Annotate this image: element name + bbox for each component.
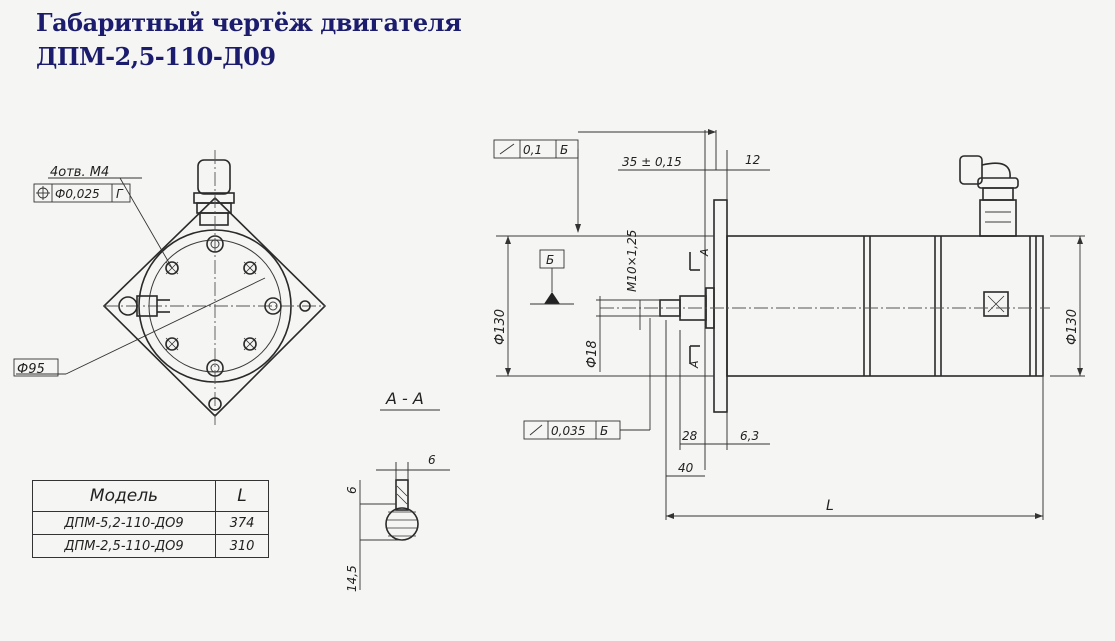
model-table: Модель L ДПМ-5,2-110-ДО9 374 ДПМ-2,5-110… [32, 480, 269, 558]
table-row: ДПМ-5,2-110-ДО9 374 [32, 511, 269, 535]
bolt-circle-diameter: Ф95 [17, 362, 45, 377]
dia-130-right: Ф130 [1065, 309, 1080, 345]
section-view: А - А 6 6 14,5 [345, 389, 450, 592]
page-subtitle: ДПМ-2,5-110-Д09 [36, 42, 276, 71]
position-tolerance-frame: Ф0,025 Г [33, 183, 131, 203]
side-view: 0,1 Б 35 ± 0,15 12 Б М10×1,25 [493, 129, 1085, 520]
svg-text:0,1: 0,1 [523, 143, 542, 157]
svg-text:Б: Б [600, 424, 608, 438]
section-dim-6-top: 6 [428, 453, 436, 467]
holes-label: 4отв. М4 [50, 165, 109, 180]
runout-tolerance-top: 0,1 Б [493, 139, 581, 233]
key [395, 479, 409, 511]
body-plate [983, 291, 1009, 317]
threaded-hole [165, 337, 179, 351]
motor-body [726, 235, 1044, 377]
runout-symbol-icon [529, 424, 543, 436]
top-connector [193, 159, 235, 226]
dim-35: 35 ± 0,15 [622, 155, 682, 169]
corner-hole [206, 359, 224, 377]
dim-28: 28 [682, 429, 698, 443]
threaded-hole [243, 261, 257, 275]
mounting-flange [713, 199, 728, 413]
page-title: Габаритный чертёж двигателя [36, 8, 462, 37]
section-mark-bottom: А [688, 360, 701, 369]
threaded-hole [243, 337, 257, 351]
datum-b: Б [530, 249, 574, 305]
table-cell-length: 310 [215, 534, 269, 558]
runout-symbol-icon [499, 143, 515, 155]
dia-18: Ф18 [585, 340, 600, 368]
front-view: 4отв. М4 Ф0,025 Г Ф95 [13, 150, 327, 425]
svg-text:Г: Г [116, 187, 124, 201]
dim-63: 6,3 [740, 429, 759, 443]
table-cell-model: ДПМ-5,2-110-ДО9 [32, 511, 216, 535]
thread-label: М10×1,25 [625, 230, 639, 292]
svg-text:0,035: 0,035 [551, 424, 585, 438]
section-dim-6-side: 6 [345, 486, 359, 494]
svg-text:Б: Б [560, 143, 568, 157]
dim-L: L [826, 498, 834, 514]
corner-hole [264, 297, 282, 315]
table-cell-model: ДПМ-2,5-110-ДО9 [32, 534, 216, 558]
dim-40: 40 [678, 461, 694, 475]
side-shaft [118, 295, 170, 317]
dim-12: 12 [745, 153, 760, 167]
section-circle [385, 507, 419, 541]
table-header-model: Модель [32, 480, 216, 512]
table-header-length: L [215, 480, 269, 512]
corner-hole [206, 235, 224, 253]
section-title: А - А [385, 389, 424, 408]
runout-tolerance-bottom: 0,035 Б [523, 318, 651, 440]
section-dim-14-5: 14,5 [345, 565, 359, 592]
table-row: ДПМ-2,5-110-ДО9 310 [32, 534, 269, 558]
section-mark-top: А [698, 248, 711, 257]
dia-130-left: Ф130 [493, 309, 508, 345]
svg-text:Ф0,025: Ф0,025 [55, 187, 100, 201]
svg-text:Б: Б [546, 253, 554, 267]
cable-connector [959, 155, 1019, 237]
table-cell-length: 374 [215, 511, 269, 535]
